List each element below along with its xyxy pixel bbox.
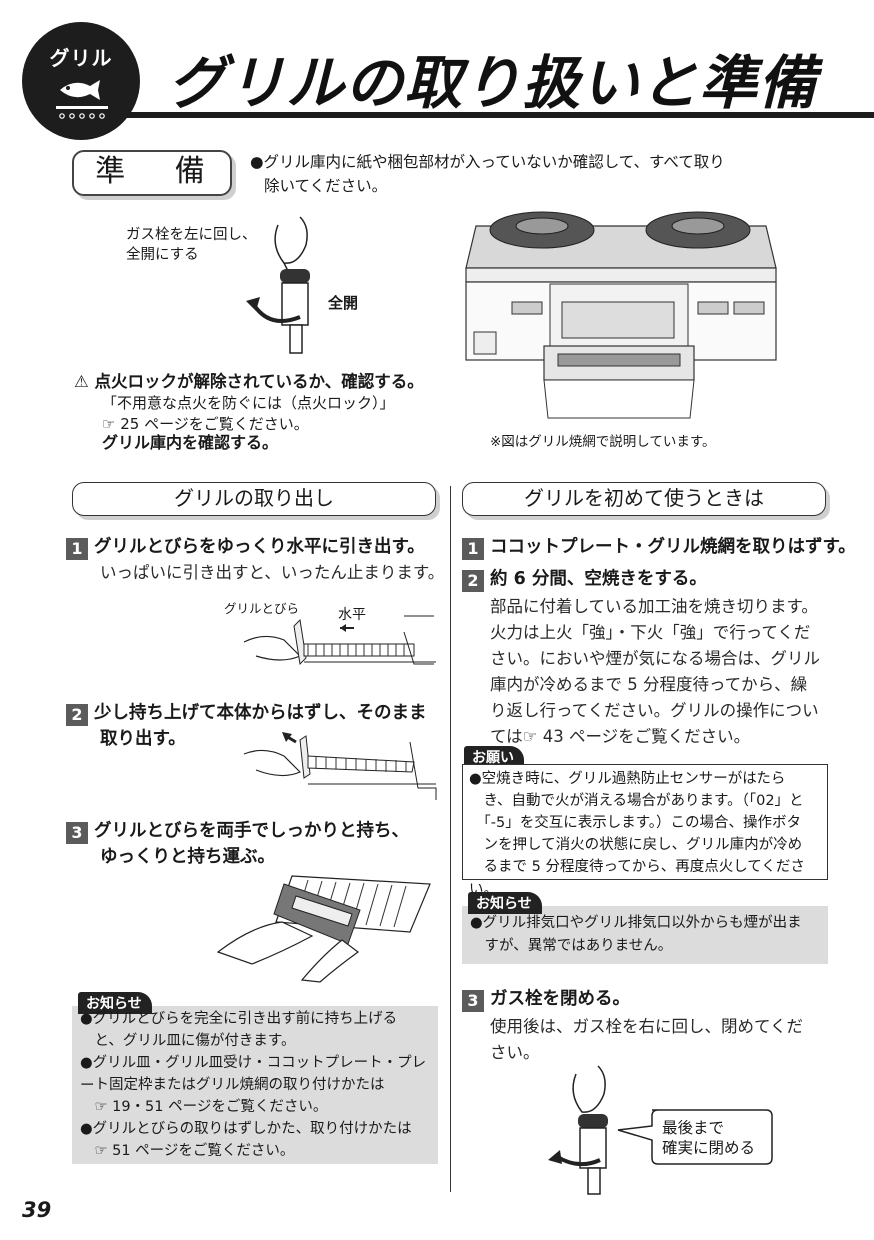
left-step2-line1: 少し持ち上げて本体からはずし、そのまま (94, 703, 427, 723)
step-number: 1 (66, 538, 88, 560)
grill-pull-out-illustration (243, 615, 436, 666)
right-step2-body: 火力は上火「強」・下火「強」で行ってくだ (490, 623, 811, 642)
step-number: 3 (66, 822, 88, 844)
grill-badge: グリル (22, 22, 140, 140)
left-notice-line: ☞ 19・51 ページをご覧ください。 (80, 1099, 328, 1115)
onegai-line: き、自動で火が消える場合があります。（「02」と (469, 793, 804, 809)
left-notice-line: ●グリル皿・グリル皿受け・ココットプレート・プレー (80, 1055, 427, 1094)
left-notice-box: お知らせ ●グリルとびらを完全に引き出す前に持ち上げる と、グリル皿に傷が付きま… (72, 992, 438, 1164)
right-step2-body: 部品に付着している加工油を焼き切ります。 (490, 597, 818, 616)
gas-valve-close-illustration (548, 1065, 608, 1195)
left-step3-line1: グリルとびらを両手でしっかりと持ち、 (94, 821, 409, 841)
gas-valve-open-illustration (246, 216, 310, 354)
onegai-line: ンを押して消火の状態に戻し、グリル庫内が冷め (469, 837, 803, 853)
left-step2-line2: 取り出す。 (100, 729, 186, 749)
warning-icon: ⚠ (74, 372, 89, 391)
left-step1-title: グリルとびらをゆっくり水平に引き出す。 (94, 537, 425, 557)
warning-heading: 点火ロックが解除されているか、確認する。 (94, 372, 424, 391)
left-step3: 3 グリルとびらを両手でしっかりと持ち、 (66, 818, 409, 844)
left-notice-line: ☞ 51 ページをご覧ください。 (80, 1143, 295, 1159)
onegai-line: 「-5」を交互に表示します。）この場合、操作ボタ (469, 815, 802, 831)
fig1-label-level: 水平 (338, 607, 366, 623)
step-number: 2 (462, 570, 484, 592)
page-title: グリルの取り扱いと準備 (168, 49, 818, 117)
right-step2: 2 約 6 分間、空焼きをする。 (462, 566, 707, 592)
fish-icon (56, 80, 108, 119)
onegai-line: ●空焼き時に、グリル過熱防止センサーがはたら (469, 771, 786, 787)
page-number: 39 (22, 1198, 52, 1222)
callout-line1: 最後まで (662, 1119, 725, 1137)
left-notice-line: ト固定枠またはグリル焼網の取り付けかたは (80, 1077, 385, 1093)
step-number: 1 (462, 538, 484, 560)
right-step2-body: 庫内が冷めるまで 5 分程度待ってから、繰 (490, 675, 808, 694)
prep-bullet-line2: 除いてください。 (264, 177, 388, 195)
grill-lift-illustration (243, 732, 437, 800)
right-notice-box: お知らせ ●グリル排気口やグリル排気口以外からも煙が出ま すが、異常ではありませ… (462, 892, 828, 964)
right-step3: 3 ガス栓を閉める。 (462, 986, 630, 1012)
right-step3-title: ガス栓を閉める。 (490, 989, 630, 1009)
right-step3-body: 使用後は、ガス栓を右に回し、閉めてくだ (490, 1017, 804, 1036)
gas-instruction-line2: 全開にする (126, 247, 199, 263)
warning-line3: ☞ 25 ページをご覧ください。 (102, 415, 309, 433)
onegai-box: ●空焼き時に、グリル過熱防止センサーがはたら き、自動で火が消える場合があります… (462, 764, 828, 898)
left-step3-line2: ゆっくりと持ち運ぶ。 (100, 847, 275, 867)
right-step2-body: ては☞ 43 ページをご覧ください。 (490, 727, 751, 746)
left-notice-line: ●グリルとびらを完全に引き出す前に持ち上げる (80, 1011, 398, 1027)
grill-carry-illustration (216, 875, 431, 983)
left-notice-line: ●グリルとびらの取りはずしかた、取り付けかたは (80, 1121, 412, 1137)
right-step1: 1 ココットプレート・グリル焼網を取りはずす。 (462, 534, 856, 560)
onegai-tag: お願い (464, 746, 524, 768)
left-notice-line: と、グリル皿に傷が付きます。 (80, 1033, 296, 1049)
gas-instruction-line1: ガス栓を左に回し、 (126, 227, 257, 243)
step-number: 3 (462, 990, 484, 1012)
stove-caption: ※図はグリル焼網で説明しています。 (490, 434, 716, 450)
left-step2: 2 少し持ち上げて本体からはずし、そのまま (66, 700, 427, 726)
stove-illustration (465, 211, 777, 419)
step-number: 2 (66, 704, 88, 726)
left-notice-tag: お知らせ (78, 992, 152, 1014)
full-open-label: 全開 (328, 294, 359, 312)
right-step1-title: ココットプレート・グリル焼網を取りはずす。 (490, 537, 856, 557)
warning-line2: 「不用意な点火を防ぐには（点火ロック）」 (102, 394, 395, 412)
left-step1-body: いっぱいに引き出すと、いったん止まります。 (100, 563, 445, 582)
fig1-label-door: グリルとびら (224, 601, 300, 616)
prep-label: 準 備 (72, 150, 232, 196)
column-divider (450, 486, 451, 1192)
right-step3-body: さい。 (490, 1043, 540, 1062)
right-notice-line: ●グリル排気口やグリル排気口以外からも煙が出ま (470, 915, 802, 931)
right-notice-tag: お知らせ (468, 892, 542, 914)
warning-heading-row: ⚠ 点火ロックが解除されているか、確認する。 (74, 368, 424, 392)
callout-bubble (617, 1109, 773, 1165)
callout-line2: 確実に閉める (662, 1139, 756, 1157)
warning-line4: グリル庫内を確認する。 (102, 433, 279, 452)
right-notice-line: すが、異常ではありません。 (470, 938, 673, 954)
left-step1: 1 グリルとびらをゆっくり水平に引き出す。 (66, 534, 425, 560)
right-step2-title: 約 6 分間、空焼きをする。 (490, 569, 707, 589)
left-section-title: グリルの取り出し (72, 482, 436, 516)
prep-bullet-line1: ●グリル庫内に紙や梱包部材が入っていないか確認して、すべて取り (250, 153, 725, 171)
badge-label: グリル (49, 46, 113, 70)
right-step2-body: さい。においや煙が気になる場合は、グリル (490, 649, 820, 668)
right-step2-body: り返し行ってください。グリルの操作につい (490, 701, 819, 720)
right-section-title: グリルを初めて使うときは (462, 482, 826, 516)
title-rule (120, 112, 874, 118)
